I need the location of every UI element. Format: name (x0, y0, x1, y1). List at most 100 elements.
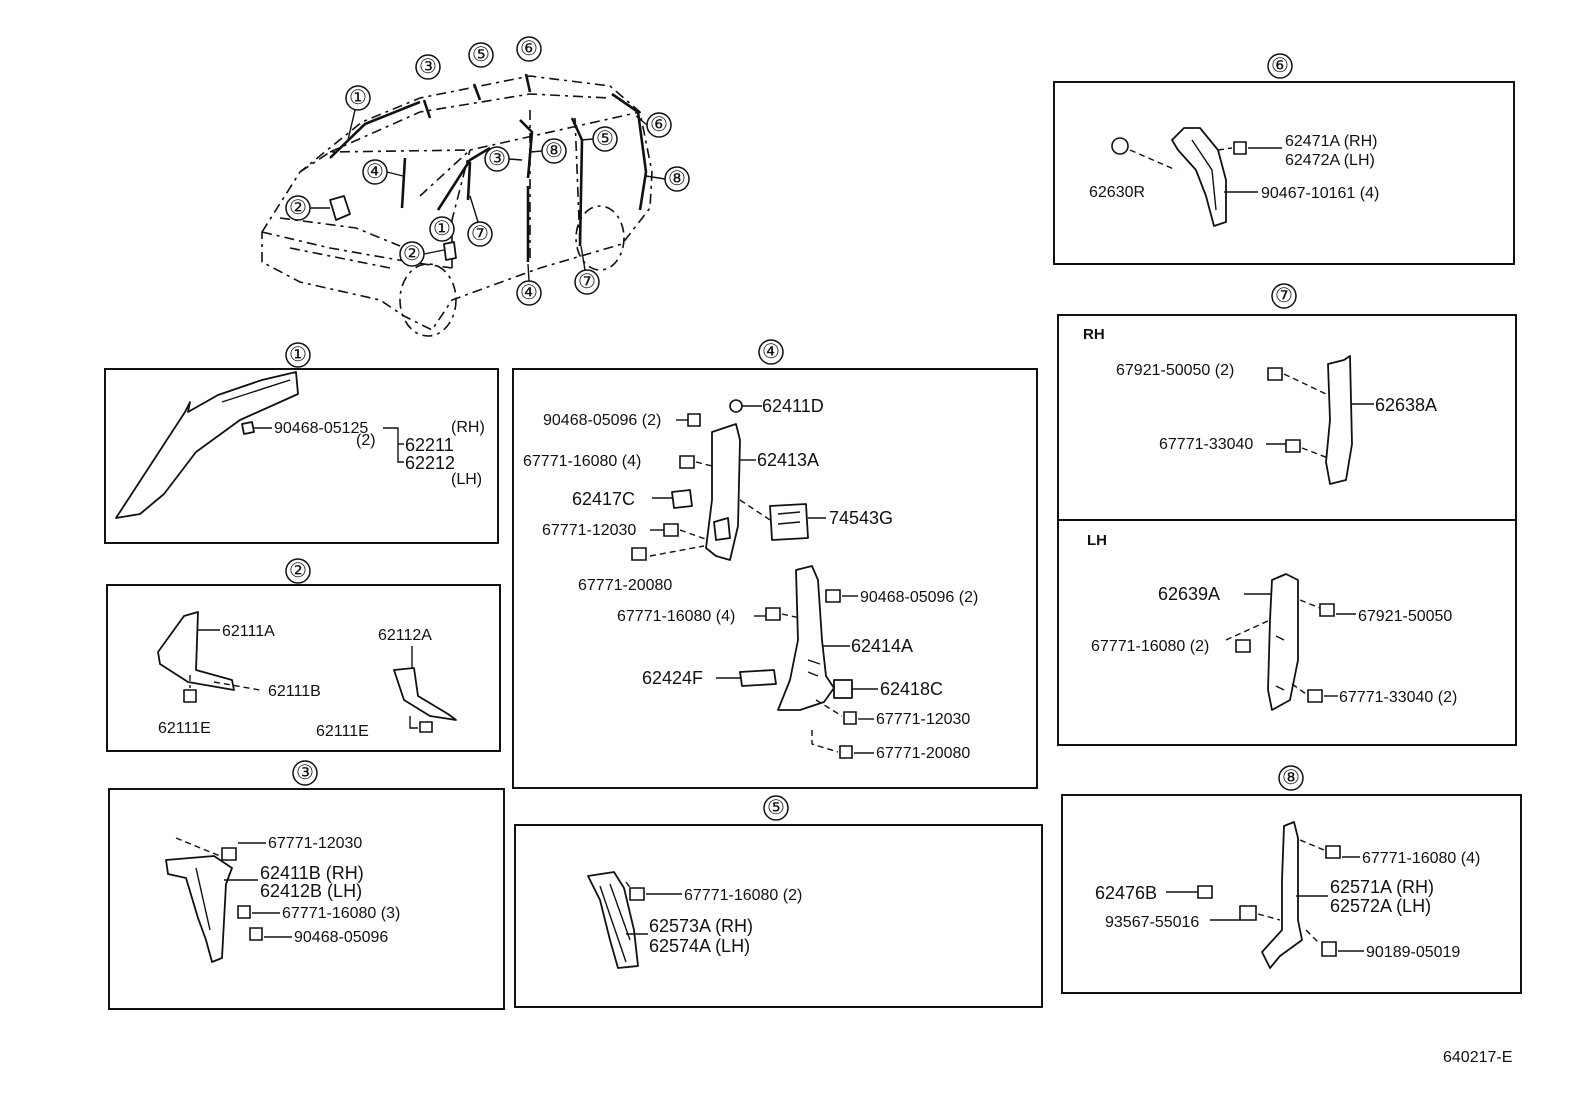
panel-3-title: ③ (296, 762, 314, 784)
svg-text:⑦: ⑦ (471, 223, 489, 245)
svg-text:⑦: ⑦ (578, 271, 596, 293)
overview-callout-5-right: ⑤ (580, 126, 618, 152)
overview-callout-2-mid: ② (399, 241, 445, 267)
part-62411d: 62411D (762, 396, 824, 416)
svg-text:⑤: ⑤ (596, 128, 614, 150)
part-62212: 62212 (405, 453, 455, 473)
center-pillar-upper-garnish-shape (165, 855, 233, 963)
rh-label: RH (1083, 326, 1105, 343)
clip-90189-05019: 90189-05019 (1366, 944, 1460, 961)
clip-67771-16080-4: 67771-16080 (4) (1362, 850, 1480, 867)
panel-7-title: ⑦ (1275, 285, 1293, 307)
panel-7-roof-side-inner-garnish: ⑦ RH LH 67921-50050 (2) 62638A 67771-330… (1057, 283, 1517, 746)
part-62111b: 62111B (268, 683, 321, 700)
rh-clip-67921-50050-2: 67921-50050 (2) (1116, 362, 1234, 379)
overview-callout-3-mid: ③ (484, 146, 523, 172)
svg-text:③: ③ (488, 148, 506, 170)
clip-67771-12030-top: 67771-12030 (542, 522, 636, 539)
lh-label: LH (1087, 532, 1107, 549)
panel-2-cowl-side-trim: ② 62111A 62111B 62111E 62112A 62111E (106, 558, 501, 752)
svg-text:①: ① (349, 87, 367, 109)
rh-clip-67771-33040: 67771-33040 (1159, 436, 1253, 453)
part-62574a-lh: 62574A (LH) (649, 936, 750, 956)
panel-8-title: ⑧ (1282, 767, 1300, 789)
overview-callout-8-right: ⑧ (645, 166, 690, 192)
back-door-opening-trim-shape (1261, 821, 1303, 969)
panel-1-title: ① (289, 344, 307, 366)
clip-90467-10161: 90467-10161 (4) (1261, 185, 1379, 202)
part-62112a: 62112A (378, 627, 432, 644)
bracket-74543g (769, 503, 809, 541)
part-62417c: 62417C (572, 489, 635, 509)
overview-callout-6-right: ⑥ (635, 112, 672, 138)
part-62414a: 62414A (851, 636, 913, 656)
svg-text:④: ④ (520, 282, 538, 304)
cap-62630r: 62630R (1089, 184, 1145, 201)
part-62111e-right: 62111E (316, 723, 369, 740)
spacer-62424f (739, 669, 777, 687)
clip-qty: (2) (356, 432, 376, 449)
clip-90468-05096-2-low: 90468-05096 (2) (860, 589, 978, 606)
part-62471a-rh: 62471A (RH) (1285, 133, 1378, 150)
panel-4-center-pillar-garnish: ④ 90468-05096 (2) 62411D 67771-16080 (4)… (512, 339, 1038, 789)
panel-4-title: ④ (762, 341, 780, 363)
clip-67771-20080-low: 67771-20080 (876, 745, 970, 762)
part-62418c: 62418C (880, 679, 943, 699)
overview-callout-6-top: ⑥ (516, 36, 542, 62)
panel-6-title: ⑥ (1271, 55, 1289, 77)
quarter-pillar-garnish-shape (587, 871, 639, 969)
svg-text:②: ② (289, 197, 307, 219)
svg-text:⑧: ⑧ (668, 168, 686, 190)
clip-67771-20080-top: 67771-20080 (578, 577, 672, 594)
part-62572a-lh: 62572A (LH) (1330, 896, 1431, 916)
vehicle-overview: ① ③ ⑤ ⑥ ④ ② ① ② ⑦ ③ (261, 36, 690, 337)
part-62412b-lh: 62412B (LH) (260, 881, 362, 901)
tag-lh: (LH) (451, 471, 482, 488)
svg-text:⑤: ⑤ (472, 44, 490, 66)
part-62211: 62211 (405, 435, 454, 455)
panel-5-quarter-pillar-garnish: ⑤ 67771-16080 (2) 62573A (RH) 62574A (LH… (514, 795, 1043, 1008)
overview-callout-4-bottom: ④ (516, 263, 542, 306)
part-62472a-lh: 62472A (LH) (1285, 152, 1375, 169)
lh-clip-67771-16080-2: 67771-16080 (2) (1091, 638, 1209, 655)
center-pillar-lower-garnish (777, 565, 835, 711)
lh-garnish-62639a (1267, 573, 1299, 711)
part-62411b-rh: 62411B (RH) (260, 863, 364, 883)
part-74543g: 74543G (829, 508, 893, 528)
clip-67771-16080-3: 67771-16080 (3) (282, 905, 400, 922)
lh-clip-67771-33040-2: 67771-33040 (2) (1339, 689, 1457, 706)
svg-text:①: ① (433, 218, 451, 240)
lh-part-62639a: 62639A (1158, 584, 1220, 604)
overview-callout-1-mid: ① (429, 216, 455, 242)
overview-callout-4-left: ④ (362, 159, 404, 185)
overview-callout-3-top: ③ (415, 54, 441, 80)
clip-67771-12030-low: 67771-12030 (876, 711, 970, 728)
front-pillar-garnish-shape (115, 371, 299, 519)
rh-garnish-62638a (1325, 355, 1353, 485)
part-62476b: 62476B (1095, 883, 1157, 903)
svg-text:③: ③ (419, 56, 437, 78)
cowl-trim-right-shape (393, 667, 457, 721)
part-62413a: 62413A (757, 450, 819, 470)
clip-90468-05125: 90468-05125 (274, 420, 368, 437)
cowl-trim-left-shape (157, 611, 235, 691)
panel-1-front-pillar-garnish: ① 90468-05125 (2) 62211 62212 (RH) (LH) (104, 342, 499, 544)
panel-8-back-door-opening-trim: ⑧ 67771-16080 (4) 62571A (RH) 62572A (LH… (1061, 765, 1522, 994)
overview-callout-5-top: ⑤ (468, 42, 494, 68)
overview-callout-7-left: ⑦ (467, 195, 493, 247)
panel-2-title: ② (289, 560, 307, 582)
overview-callout-1-top: ① (345, 85, 371, 141)
part-62111a: 62111A (222, 623, 275, 640)
lh-clip-67921-50050: 67921-50050 (1358, 608, 1452, 625)
panel-3-roof-side-garnish: ③ 67771-12030 62411B (RH) 62412B (LH) 67… (108, 760, 505, 1010)
svg-text:⑧: ⑧ (545, 140, 563, 162)
svg-text:④: ④ (366, 161, 384, 183)
clip-67771-16080-4-top: 67771-16080 (4) (523, 453, 641, 470)
diagram-code: 640217-E (1443, 1049, 1512, 1066)
overview-callout-2-left: ② (285, 195, 330, 221)
overview-callout-8-mid: ⑧ (529, 138, 567, 164)
part-62424f: 62424F (642, 668, 703, 688)
overview-callout-7-bottom: ⑦ (574, 245, 600, 295)
svg-text:②: ② (403, 243, 421, 265)
